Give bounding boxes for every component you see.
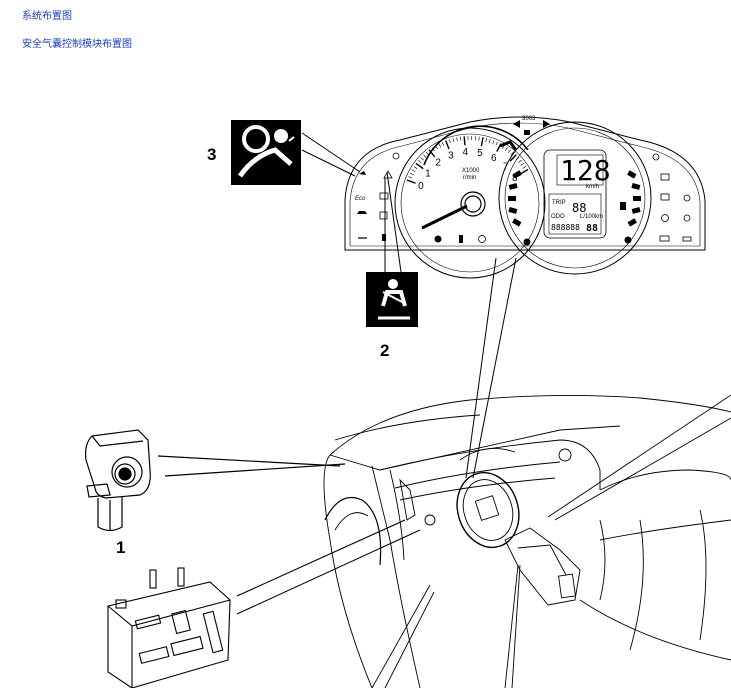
seatbelt-warning-icon [366, 272, 418, 327]
tacho-tick [409, 172, 414, 176]
passenger-airbag-warning-icon [231, 120, 301, 185]
airbag-control-module-illustration [107, 519, 421, 688]
tacho-tick [428, 149, 436, 158]
speedometer: 128 km/h TRIP 88 ODO L/100km 888888 88 [498, 121, 652, 275]
tacho-tick-label: 4 [462, 147, 468, 158]
tacho-tick [415, 162, 424, 170]
svg-text:Eco: Eco [355, 196, 366, 202]
tacho-tick-label: 6 [491, 153, 497, 164]
callout-label-1: 1 [116, 538, 125, 557]
trip-value: 88 [572, 201, 586, 215]
tacho-tick [408, 176, 413, 179]
right-warning-icons [652, 153, 692, 242]
tacho-tick-label: 0 [418, 181, 424, 192]
tacho-unit2: r/min [463, 175, 476, 181]
tacho-tick [423, 154, 427, 158]
tacho-tick [485, 138, 488, 143]
left-warning-icons: Eco [355, 152, 400, 241]
tacho-tick [406, 179, 416, 184]
tacho-tick-label: 3 [448, 151, 454, 162]
gear-value: 88 [586, 223, 598, 234]
callout-label-3: 3 [207, 145, 216, 164]
callout-label-2: 2 [380, 341, 389, 360]
tacho-tick [478, 136, 480, 141]
car-interior-illustration [323, 394, 731, 688]
odo-label: ODO [551, 214, 565, 220]
tacho-tick [460, 136, 462, 141]
tacho-tick [413, 166, 418, 169]
odo-value: 888888 [551, 223, 580, 232]
tacho-tick [492, 140, 495, 145]
tacho-tick [480, 137, 484, 147]
tacho-tick-label: 5 [477, 148, 483, 159]
tacho-tick [435, 145, 438, 150]
tacho-tick [432, 147, 435, 152]
tacho-tick [507, 149, 511, 154]
odo-unit: L/100km [580, 214, 603, 220]
tacho-tick-label: 2 [435, 158, 441, 169]
tacho-tick [509, 154, 517, 162]
tacho-tick [495, 141, 498, 146]
trip-label: TRIP [552, 200, 566, 206]
tacho-tick [501, 145, 505, 150]
impact-sensor-illustration [85, 429, 346, 532]
tacho-tick-label: 7 [503, 161, 509, 172]
tacho-tick [411, 169, 416, 172]
tacho-tick [420, 157, 424, 161]
breadcrumb-airbag-module-layout[interactable]: 安全气囊控制模块布置图 [22, 39, 132, 50]
tacho-tick-label: 1 [425, 168, 431, 179]
tacho-tick [449, 139, 451, 144]
tacho-tick [522, 166, 527, 169]
tacho-tick [519, 168, 529, 175]
tacho-tick [520, 162, 525, 166]
tacho-unit: X1000 [462, 168, 480, 174]
tacho-tick [426, 152, 430, 156]
tacho-tick [488, 139, 491, 144]
tacho-tick [452, 138, 455, 143]
tacho-tick [518, 159, 522, 163]
tacho-tick [438, 143, 441, 148]
tacho-tick [504, 147, 508, 151]
tacho-tick [445, 140, 450, 150]
tacho-tick [441, 141, 445, 146]
tacho-tick [418, 160, 422, 164]
tacho-tick [496, 143, 502, 152]
breadcrumb-system-layout[interactable]: 系统布置图 [22, 11, 72, 22]
tacho-tick [510, 151, 514, 156]
speed-unit: km/h [586, 184, 599, 190]
tacho-tick [463, 136, 466, 146]
top-indicator: 3003 [522, 116, 536, 122]
tacho-tick [456, 137, 458, 142]
speed-value: 128 [560, 154, 611, 187]
